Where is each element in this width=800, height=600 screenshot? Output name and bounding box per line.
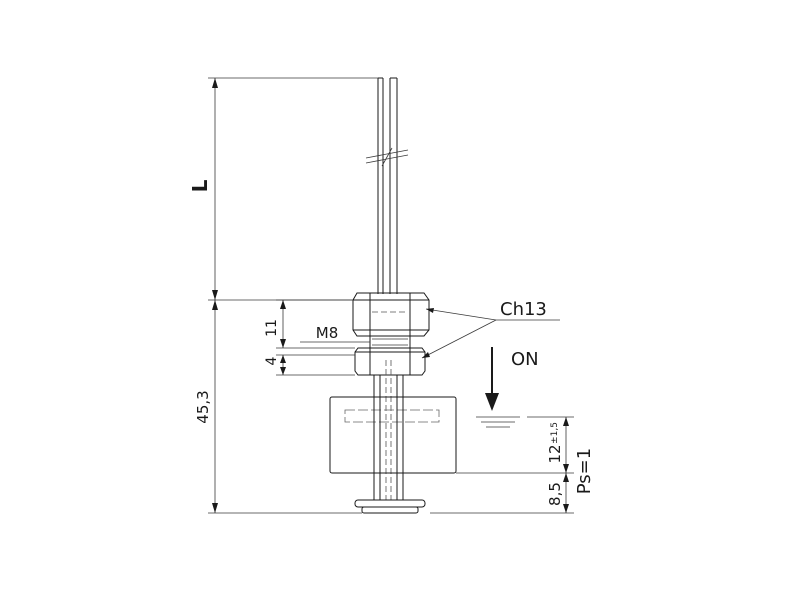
dim-total-label: 45,3 (194, 390, 212, 423)
dimension-total (208, 300, 362, 514)
dimension-nut (276, 299, 355, 376)
stem (373, 360, 404, 500)
float (329, 396, 457, 474)
on-arrow-icon (476, 347, 520, 428)
cable (365, 77, 409, 294)
dimension-switch (430, 416, 574, 514)
dim-switch-tolerance: ±1,5 (550, 422, 560, 444)
dim-nut-label: 11 (264, 319, 280, 337)
dim-switch-label: 12 (546, 444, 564, 463)
dimension-L (208, 77, 378, 301)
bottom-stop (354, 473, 426, 514)
wrench-leader (421, 308, 560, 359)
dim-base-label: 8,5 (546, 482, 564, 506)
wrench-label: Ch13 (500, 299, 547, 320)
dim-L-label: L (188, 179, 212, 192)
switch-point-label: Ps=1 (574, 448, 595, 494)
washer (354, 347, 426, 376)
thread-m8 (369, 335, 411, 349)
hex-nut (352, 292, 430, 337)
thread-label: M8 (316, 324, 339, 342)
dim-washer-label: 4 (264, 356, 280, 365)
switch-state-label: ON (511, 349, 539, 370)
